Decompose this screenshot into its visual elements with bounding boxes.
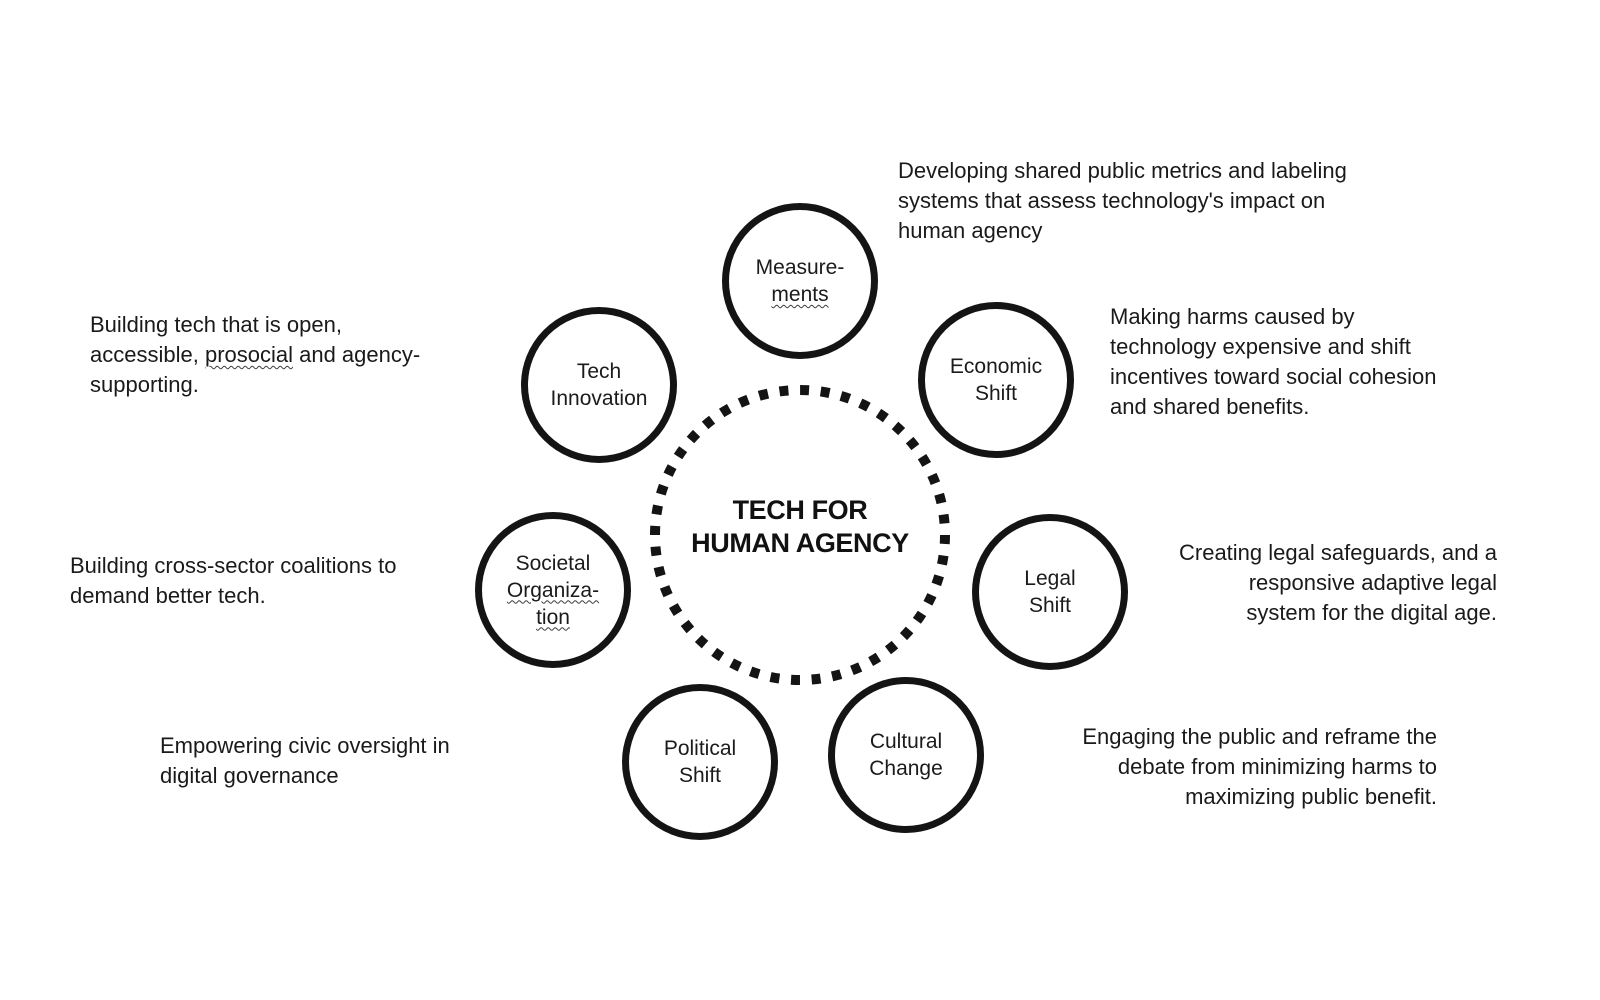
desc-tech-innovation-line1: Building tech that is open, — [90, 312, 342, 337]
node-measurements-line2: ments — [771, 283, 829, 306]
desc-cultural-change: Engaging the public and reframe the deba… — [1082, 722, 1437, 812]
node-measurements: Measure- ments — [722, 203, 878, 359]
node-cultural-change-label: Cultural Change — [869, 728, 943, 782]
desc-economic-shift-line3: incentives toward social cohesion — [1110, 364, 1437, 389]
desc-cultural-change-line2: debate from minimizing harms to — [1117, 754, 1437, 779]
node-economic-shift: Economic Shift — [918, 302, 1074, 458]
desc-measurements-line1: Developing shared public metrics and lab… — [898, 158, 1347, 183]
desc-tech-innovation-line2-wavy: prosocial — [204, 342, 293, 367]
desc-legal-shift-line3: system for the digital age. — [1246, 600, 1497, 625]
desc-tech-innovation-line2: accessible, prosocial and agency- — [90, 340, 420, 370]
desc-cultural-change-line3: maximizing public benefit. — [1185, 784, 1437, 809]
node-cultural-change-line1: Cultural — [869, 730, 943, 753]
node-cultural-change: Cultural Change — [828, 677, 984, 833]
desc-political-shift: Empowering civic oversight in digital go… — [160, 731, 450, 791]
node-tech-innovation-label: Tech Innovation — [551, 358, 648, 412]
desc-economic-shift: Making harms caused by technology expens… — [1110, 302, 1437, 422]
desc-economic-shift-line1: Making harms caused by — [1110, 304, 1355, 329]
desc-political-shift-line1: Empowering civic oversight in — [160, 733, 450, 758]
node-economic-shift-label: Economic Shift — [950, 353, 1042, 407]
desc-measurements-line2: systems that assess technology's impact … — [898, 188, 1326, 213]
node-tech-innovation-line2: Innovation — [550, 387, 648, 410]
desc-legal-shift-line1: Creating legal safeguards, and a — [1179, 540, 1497, 565]
node-political-shift: Political Shift — [622, 684, 778, 840]
desc-tech-innovation: Building tech that is open, accessible, … — [90, 310, 420, 400]
node-societal-organization-line1: Societal — [515, 551, 591, 575]
node-societal-organization-label: Societal Organiza- tion — [507, 550, 599, 631]
desc-political-shift-line2: digital governance — [160, 763, 339, 788]
desc-legal-shift-line2: responsive adaptive legal — [1248, 570, 1497, 595]
node-legal-shift-line2: Shift — [1028, 594, 1071, 617]
desc-tech-innovation-line2-post: and agency- — [293, 342, 421, 367]
desc-societal-organization-line2: demand better tech. — [70, 583, 266, 608]
node-measurements-line1: Measure- — [755, 256, 845, 279]
node-tech-innovation-line1: Tech — [576, 360, 622, 383]
desc-measurements-line3: human agency — [898, 218, 1043, 243]
desc-legal-shift: Creating legal safeguards, and a respons… — [1179, 538, 1497, 628]
node-tech-innovation: Tech Innovation — [521, 307, 677, 463]
desc-cultural-change-line1: Engaging the public and reframe the — [1082, 724, 1437, 749]
node-cultural-change-line2: Change — [869, 757, 943, 780]
center-dotted-ring-icon — [645, 380, 955, 690]
node-legal-shift-line1: Legal — [1024, 567, 1076, 590]
node-legal-shift-label: Legal Shift — [1024, 565, 1075, 619]
desc-measurements: Developing shared public metrics and lab… — [898, 156, 1347, 246]
center-title: TECH FOR HUMAN AGENCY — [640, 494, 960, 560]
node-economic-shift-line1: Economic — [949, 355, 1043, 378]
node-economic-shift-line2: Shift — [974, 382, 1017, 405]
center-title-line1: TECH FOR — [732, 495, 868, 525]
desc-societal-organization-line1: Building cross-sector coalitions to — [70, 553, 397, 578]
desc-tech-innovation-line3: supporting. — [90, 372, 199, 397]
node-political-shift-line2: Shift — [678, 764, 722, 787]
node-measurements-label: Measure- ments — [756, 254, 845, 308]
node-political-shift-label: Political Shift — [664, 735, 736, 789]
node-societal-organization: Societal Organiza- tion — [475, 512, 631, 668]
node-legal-shift: Legal Shift — [972, 514, 1128, 670]
desc-economic-shift-line2: technology expensive and shift — [1110, 334, 1411, 359]
center-title-line2: HUMAN AGENCY — [691, 528, 909, 558]
node-societal-organization-line3: tion — [536, 605, 570, 629]
desc-societal-organization: Building cross-sector coalitions to dema… — [70, 551, 396, 611]
desc-tech-innovation-line2-pre: accessible, — [90, 342, 205, 367]
node-political-shift-line1: Political — [663, 737, 737, 760]
desc-economic-shift-line4: and shared benefits. — [1110, 394, 1310, 419]
node-societal-organization-line2: Organiza- — [506, 578, 600, 602]
